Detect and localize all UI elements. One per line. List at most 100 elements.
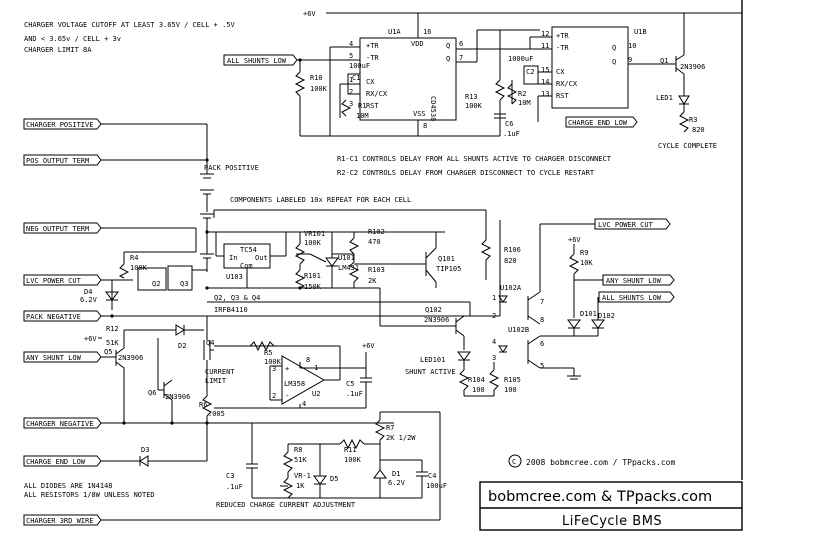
svg-text:CX: CX — [366, 78, 375, 86]
svg-text:13: 13 — [541, 90, 549, 98]
svg-text:14: 14 — [541, 78, 549, 86]
svg-text:6: 6 — [459, 40, 463, 48]
svg-text:C1: C1 — [352, 74, 360, 82]
svg-text:Q: Q — [612, 44, 616, 52]
charger-negative-rail — [101, 421, 394, 425]
svg-text:820: 820 — [692, 126, 705, 134]
svg-text:LM358: LM358 — [284, 380, 305, 388]
svg-text:51K: 51K — [294, 456, 307, 464]
svg-text:CHARGE END LOW: CHARGE END LOW — [568, 119, 628, 127]
svg-text:9: 9 — [628, 56, 632, 64]
flag-charger-negative: CHARGER NEGATIVE — [23, 417, 102, 429]
svg-text:U102B: U102B — [508, 326, 529, 334]
svg-text:Q102: Q102 — [425, 306, 442, 314]
svg-text:11: 11 — [541, 42, 549, 50]
svg-text:100K: 100K — [465, 102, 483, 110]
q1-led1-r3: Q1 2N3906 LED1 R3 820 CYCLE COMPLETE — [656, 54, 717, 150]
svg-text:.1uF: .1uF — [346, 390, 363, 398]
svg-text:Q101: Q101 — [438, 255, 455, 263]
svg-text:VSS: VSS — [413, 110, 426, 118]
svg-text:.005: .005 — [208, 410, 225, 418]
note-diodes: ALL DIODES ARE 1N4148 — [24, 482, 113, 490]
svg-text:COMPONENTS LABELED 10x REPEAT: COMPONENTS LABELED 10x REPEAT FOR EACH C… — [230, 196, 411, 204]
flag-pos-output-term: POS OUTPUT TERM — [23, 154, 102, 166]
svg-text:POS OUTPUT TERM: POS OUTPUT TERM — [26, 157, 89, 165]
flag-charger-positive: CHARGER POSITIVE — [23, 118, 102, 130]
svg-text:R8: R8 — [294, 446, 302, 454]
flag-charge-end-low-left: CHARGE END LOW — [23, 455, 102, 467]
delay-note-2: R2-C2 CONTROLS DELAY FROM CHARGER DISCON… — [337, 169, 595, 177]
svg-text:100uF: 100uF — [349, 62, 370, 70]
note-cutoff-2: AND < 3.65v / CELL + 3v — [24, 35, 121, 43]
svg-text:R6: R6 — [199, 401, 207, 409]
svg-text:470: 470 — [368, 238, 381, 246]
svg-text:Q5: Q5 — [104, 348, 112, 356]
svg-text:10M: 10M — [356, 112, 369, 120]
svg-text:2: 2 — [492, 312, 496, 320]
svg-text:R2: R2 — [518, 90, 526, 98]
svg-text:8: 8 — [423, 122, 427, 130]
flag-lvc-power-cut-right: LVC POWER CUT — [594, 218, 671, 230]
title-block-name: LiFeCycle BMS — [562, 514, 662, 529]
svg-text:16: 16 — [423, 28, 431, 36]
svg-text:.1uF: .1uF — [226, 483, 243, 491]
svg-text:U103: U103 — [226, 273, 243, 281]
svg-text:-: - — [285, 392, 289, 400]
svg-text:D4: D4 — [84, 288, 92, 296]
svg-text:6.2V: 6.2V — [388, 479, 406, 487]
svg-text:TIP105: TIP105 — [436, 265, 461, 273]
svg-text:In: In — [229, 254, 237, 262]
r10-network: R10 100K — [294, 46, 500, 137]
svg-text:5: 5 — [349, 52, 353, 60]
mosfets-q2-q3: R4 100K D4 6.2V Q2 Q3 Q2, Q3 & Q4 IRFB41… — [80, 228, 260, 314]
svg-text:+: + — [285, 365, 289, 373]
svg-text:6.2V: 6.2V — [80, 296, 98, 304]
svg-text:D102: D102 — [598, 312, 615, 320]
svg-text:Q: Q — [446, 42, 450, 50]
ic-u1b: U1B +TR -TR CX RX/CX RST Q Q 12 11 15 14… — [529, 26, 672, 122]
svg-text:R9: R9 — [580, 249, 588, 257]
svg-text:C6: C6 — [505, 120, 513, 128]
svg-text:15: 15 — [541, 66, 549, 74]
svg-text:2N3906: 2N3906 — [165, 393, 190, 401]
components-10x-bracket: COMPONENTS LABELED 10x REPEAT FOR EACH C… — [213, 196, 487, 218]
svg-text:R103: R103 — [368, 266, 385, 274]
title-block-sites: bobmcree.com & TPpacks.com — [488, 489, 712, 505]
svg-text:100: 100 — [472, 386, 485, 394]
flag-lvc-power-cut-left: LVC POWER CUT — [23, 274, 102, 286]
svg-text:51K: 51K — [106, 339, 119, 347]
svg-text:LVC POWER CUT: LVC POWER CUT — [26, 277, 82, 285]
c1-r1-network: 100uF C1 R1 10M — [339, 62, 370, 120]
svg-text:8: 8 — [306, 356, 310, 364]
svg-text:R7: R7 — [386, 424, 394, 432]
svg-text:R102: R102 — [368, 228, 385, 236]
svg-text:R4: R4 — [130, 254, 138, 262]
svg-text:10M: 10M — [518, 99, 531, 107]
delay-note-1: R1-C1 CONTROLS DELAY FROM ALL SHUNTS ACT… — [337, 155, 612, 163]
svg-text:R1: R1 — [358, 102, 366, 110]
note-resistors: ALL RESISTORS 1/8W UNLESS NOTED — [24, 491, 155, 499]
svg-text:R3: R3 — [689, 116, 697, 124]
svg-text:LVC POWER CUT: LVC POWER CUT — [598, 221, 654, 229]
flag-charge-end-low-mid: CHARGE END LOW — [565, 116, 638, 128]
svg-text:2K 1/2W: 2K 1/2W — [386, 434, 416, 442]
svg-text:10: 10 — [628, 42, 636, 50]
u101-r102-r103: U101 LM431 R102 470 R103 2K — [309, 228, 426, 288]
svg-text:2K: 2K — [368, 277, 377, 285]
svg-text:RST: RST — [556, 92, 569, 100]
svg-text:RST: RST — [366, 102, 379, 110]
svg-text:D3: D3 — [141, 446, 149, 454]
svg-text:Com: Com — [240, 262, 253, 270]
svg-text:3: 3 — [492, 354, 496, 362]
svg-text:RX/CX: RX/CX — [556, 80, 578, 88]
svg-text:100: 100 — [504, 386, 517, 394]
pack-negative-rail — [101, 220, 501, 318]
svg-text:820: 820 — [504, 257, 517, 265]
supply-6v-top: +6V — [303, 10, 742, 55]
svg-text:R5: R5 — [264, 349, 272, 357]
svg-text:1000uF: 1000uF — [508, 55, 533, 63]
svg-text:CD4538: CD4538 — [429, 96, 437, 121]
svg-text:Q: Q — [446, 55, 450, 63]
flag-all-shunts-low-right: ALL SHUNTS LOW — [598, 291, 675, 303]
